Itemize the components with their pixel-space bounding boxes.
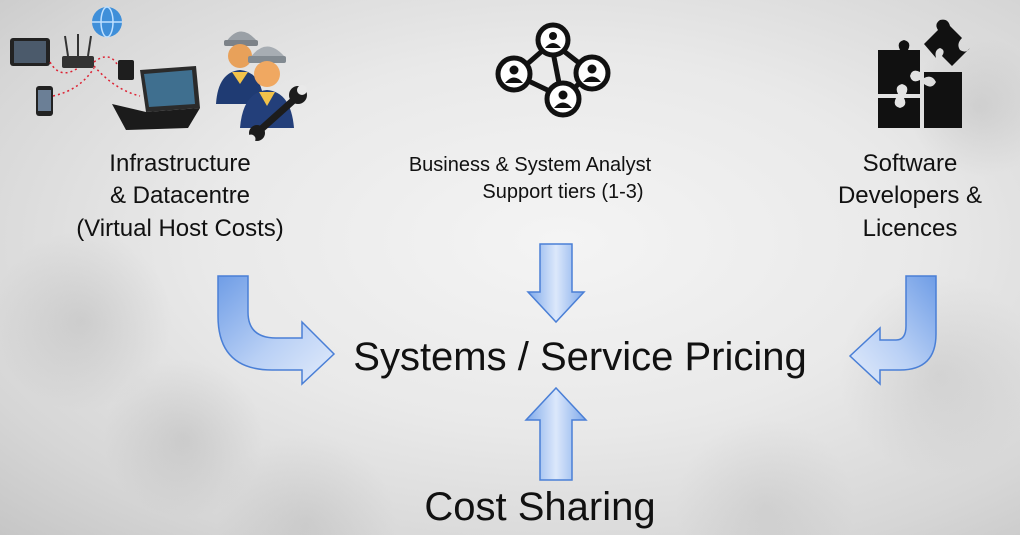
network-people-icon — [495, 22, 611, 118]
infrastructure-line-3: (Virtual Host Costs) — [76, 214, 284, 242]
arrow-infra-to-pricing — [217, 275, 336, 386]
arrow-dev-to-pricing — [848, 275, 937, 386]
pricing-label: Systems / Service Pricing — [353, 335, 807, 379]
infrastructure-label: Infrastructure & Datacentre (Virtual Hos… — [20, 148, 340, 245]
analyst-line-2: Support tiers (1-3) — [482, 181, 644, 203]
developers-line-2: Developers & — [837, 182, 983, 210]
developers-label: Software Developers & Licences — [800, 148, 1020, 245]
network-devices-icon — [10, 6, 200, 130]
infrastructure-line-1: Infrastructure — [109, 150, 251, 177]
infrastructure-line-2: & Datacentre — [109, 182, 251, 210]
analyst-line-1: Business & System Analyst — [408, 154, 652, 176]
engineers-icon — [216, 31, 307, 144]
analyst-label: Business & System Analyst Support tiers … — [340, 152, 720, 206]
developers-line-1: Software — [862, 150, 958, 177]
developers-line-3: Licences — [862, 214, 958, 242]
puzzle-icon — [878, 19, 970, 128]
arrow-cost-to-pricing — [524, 386, 588, 481]
arrow-analyst-to-pricing — [526, 243, 586, 324]
cost-sharing-label: Cost Sharing — [424, 485, 656, 529]
